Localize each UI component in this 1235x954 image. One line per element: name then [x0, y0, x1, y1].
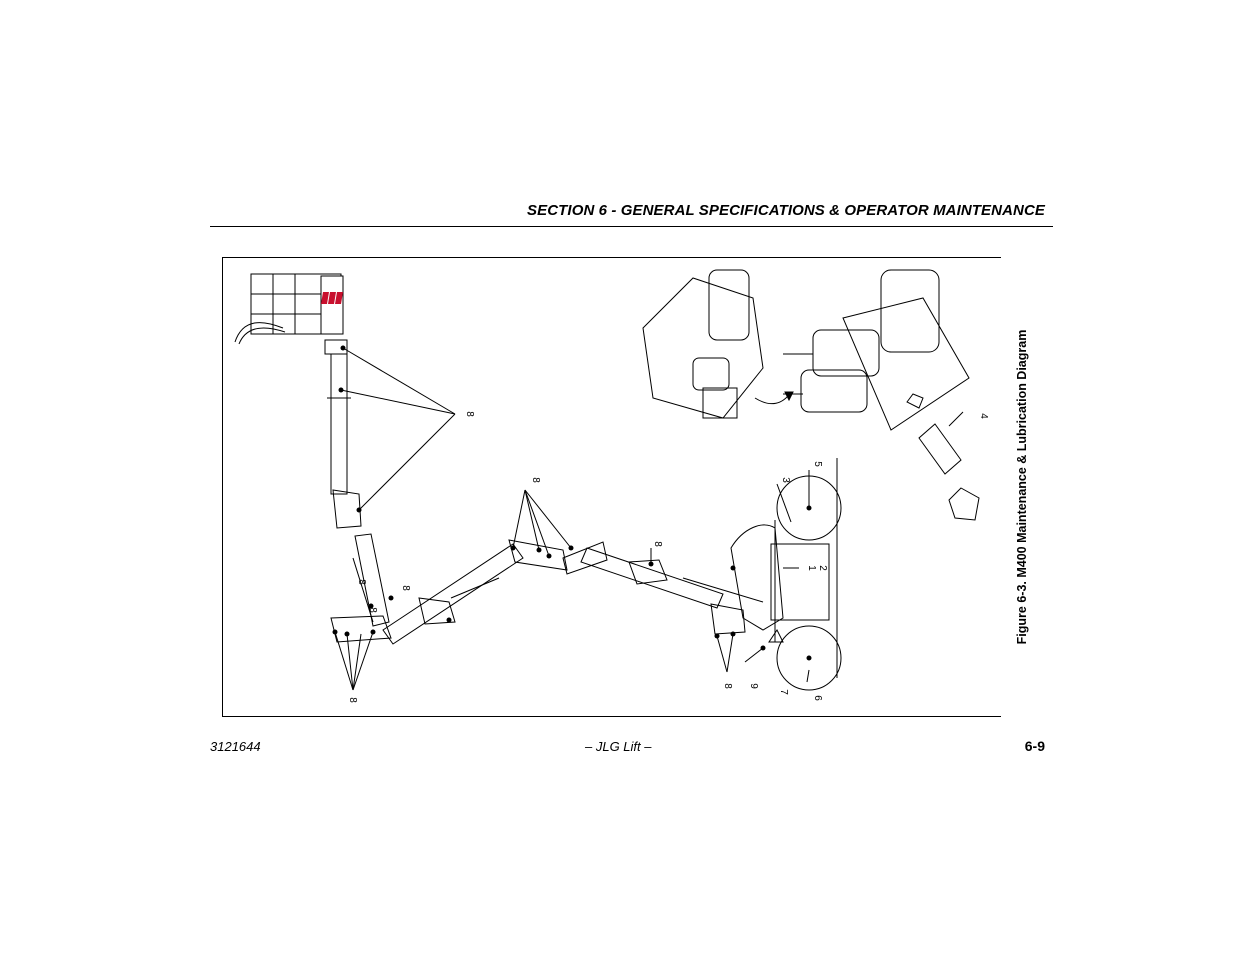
header-rule — [210, 226, 1053, 227]
callout-1: 1 — [806, 565, 817, 571]
callout-8-mid-pivot-a: 8 — [367, 607, 378, 613]
footer-center-text: – JLG Lift – — [585, 739, 652, 754]
callout-8-turntable: 8 — [722, 683, 733, 689]
callout-4: 4 — [978, 413, 989, 419]
callout-8-main-boom: 8 — [530, 477, 541, 483]
callout-2: 2 — [817, 565, 828, 571]
callout-8-mid-pivot-b: 8 — [356, 579, 367, 585]
section-title: SECTION 6 - GENERAL SPECIFICATIONS & OPE… — [527, 202, 1045, 219]
figure-caption: Figure 6-3. M400 Maintenance & Lubricati… — [1015, 329, 1029, 645]
lubrication-diagram-figure: 8 8 8 8 8 8 8 8 1 2 3 4 5 6 7 9 — [222, 257, 1001, 717]
doc-number: 3121644 — [210, 739, 261, 754]
wheel-front — [776, 625, 842, 691]
page-number: 6-9 — [1024, 738, 1045, 754]
jlg-logo — [321, 292, 343, 304]
callout-7: 7 — [778, 689, 789, 695]
inset-filter — [918, 423, 962, 475]
inset-manifold — [842, 297, 970, 431]
callout-6: 6 — [812, 695, 823, 701]
callout-3: 3 — [780, 477, 791, 483]
callout-8-lower-boom: 8 — [652, 541, 663, 547]
lubrication-diagram-drawing: 8 8 8 8 8 8 8 8 1 2 3 4 5 6 7 9 — [234, 269, 989, 703]
callout-labels: 8 8 8 8 8 8 8 8 1 2 3 4 5 6 7 9 — [347, 411, 989, 703]
callout-8-mid-pivot-c: 8 — [400, 585, 411, 591]
callout-8-lower-pivot: 8 — [347, 697, 358, 703]
chassis-body — [770, 543, 830, 621]
callout-5: 5 — [812, 461, 823, 467]
callout-8-upper-boom: 8 — [464, 411, 475, 417]
inset-chassis-detail — [642, 277, 764, 419]
callout-9: 9 — [748, 683, 759, 689]
